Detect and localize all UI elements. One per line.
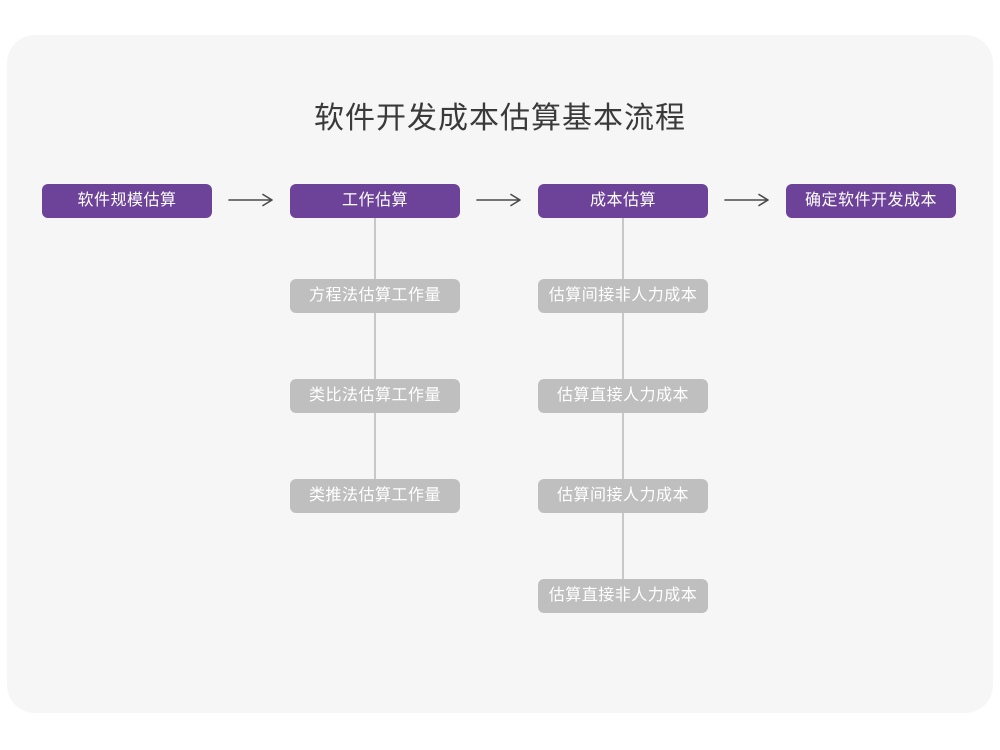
- diagram-title: 软件开发成本估算基本流程: [314, 102, 686, 135]
- stage-node-cost-estimation: 成本估算: [538, 184, 708, 218]
- sub-node-indirect-labor-cost: 估算间接人力成本: [538, 479, 708, 513]
- sub-node-equation-method: 方程法估算工作量: [290, 279, 460, 313]
- stage-node-work-estimation: 工作估算: [290, 184, 460, 218]
- stage-node-determine-development-cost: 确定软件开发成本: [786, 184, 956, 218]
- flow-arrow-icon: [476, 193, 521, 207]
- sub-node-indirect-nonlabor-cost: 估算间接非人力成本: [538, 279, 708, 313]
- diagram-panel: [7, 35, 993, 713]
- connector-line-work-column: [374, 218, 376, 496]
- sub-node-direct-labor-cost: 估算直接人力成本: [538, 379, 708, 413]
- sub-node-direct-nonlabor-cost: 估算直接非人力成本: [538, 579, 708, 613]
- sub-node-analogy-method: 类比法估算工作量: [290, 379, 460, 413]
- flow-arrow-icon: [724, 193, 769, 207]
- sub-node-extrapolation-method: 类推法估算工作量: [290, 479, 460, 513]
- stage-node-software-scale-estimation: 软件规模估算: [42, 184, 212, 218]
- flow-arrow-icon: [228, 193, 273, 207]
